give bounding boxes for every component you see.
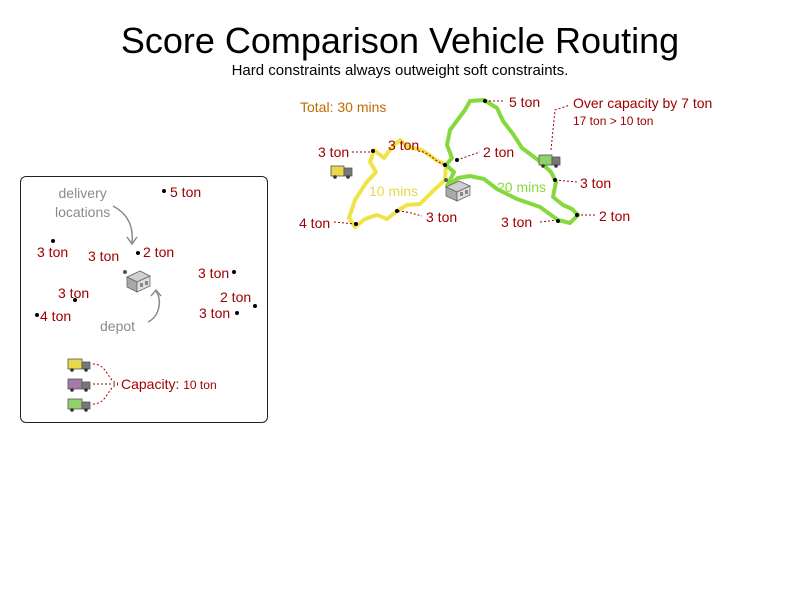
- legend-load: 3 ton: [199, 305, 231, 321]
- legend-truck-yellow-icon: [67, 358, 91, 372]
- capacity-label: Capacity: 10 ton: [121, 376, 217, 392]
- over-capacity-label: Over capacity by 7 ton: [573, 95, 713, 111]
- route-load: 3 ton: [580, 175, 612, 191]
- legend-depot-icon: [123, 270, 151, 293]
- legend-load: 3 ton: [37, 244, 69, 260]
- route-depot-icon: [444, 178, 471, 202]
- legend-load: 3 ton: [88, 248, 120, 264]
- route-load: 2 ton: [483, 144, 515, 160]
- legend-load: 2 ton: [143, 244, 175, 260]
- route-truck-yellow-icon: [330, 165, 353, 179]
- page-title: Score Comparison Vehicle Routing: [120, 20, 680, 61]
- route-load: 4 ton: [299, 215, 331, 231]
- route-truck-green-icon: [538, 154, 561, 168]
- capacity-value: 10 ton: [183, 378, 217, 392]
- delivery-arrow: [112, 205, 133, 244]
- depot-arrow: [147, 290, 161, 323]
- legend-truck-green-icon: [67, 398, 91, 412]
- route-load: 5 ton: [509, 94, 541, 110]
- yellow-route-time: 10 mins: [369, 183, 419, 199]
- page-subtitle: Hard constraints always outweight soft c…: [231, 62, 569, 79]
- capacity-label-text: Capacity:: [121, 376, 180, 392]
- route-delivery-points: [354, 99, 579, 226]
- capacity-brace: [92, 363, 119, 405]
- legend-load: 5 ton: [170, 184, 202, 200]
- yellow-route: [347, 138, 448, 229]
- route-load: 3 ton: [388, 137, 420, 153]
- legend-load: 3 ton: [198, 265, 230, 281]
- legend-load: 2 ton: [220, 289, 252, 305]
- legend-depot-label: depot: [100, 318, 136, 334]
- legend-truck-purple-icon: [67, 378, 91, 392]
- total-time: Total: 30 mins: [300, 99, 387, 115]
- legend-panel: [20, 176, 268, 423]
- leader-lines: [333, 100, 595, 225]
- green-route-time: 20 mins: [497, 179, 547, 195]
- route-load: 3 ton: [501, 214, 533, 230]
- legend-delivery-points: [35, 189, 257, 317]
- route-load: 3 ton: [318, 144, 350, 160]
- green-route: [444, 98, 580, 225]
- route-load: 2 ton: [599, 208, 631, 224]
- legend-load: 4 ton: [40, 308, 72, 324]
- legend-load: 3 ton: [58, 285, 90, 301]
- legend-delivery-label: delivery locations: [55, 185, 111, 220]
- over-capacity-detail: 17 ton > 10 ton: [573, 114, 654, 128]
- route-load: 3 ton: [426, 209, 458, 225]
